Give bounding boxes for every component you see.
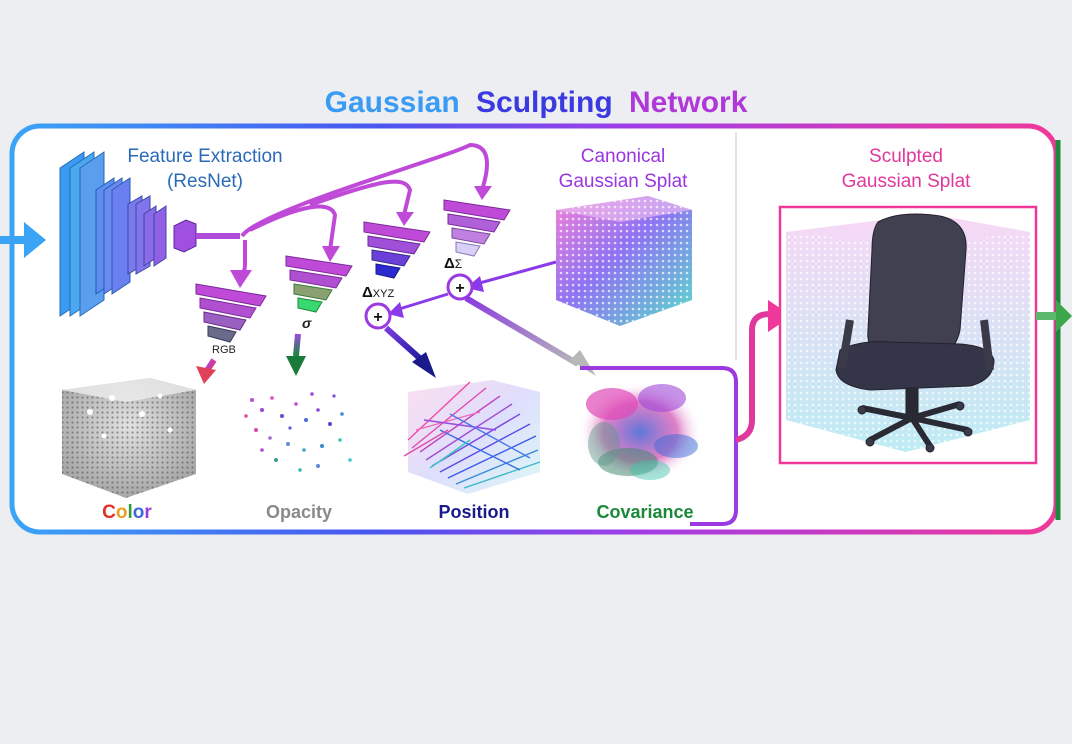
position-arrow	[383, 325, 427, 365]
opacity-label: Opacity	[266, 502, 332, 522]
sigma-head	[285, 255, 353, 313]
canonical-splat-cube	[556, 196, 692, 326]
sigma-arrow-head	[286, 356, 306, 376]
rgb-arrow-head	[196, 366, 216, 384]
output-bracket	[580, 366, 738, 526]
canonical-sub-label: Gaussian Splat	[559, 171, 689, 192]
position-arrow-head	[412, 352, 436, 378]
plus-node-xyz	[364, 302, 392, 330]
covariance-label: Covariance	[596, 502, 693, 522]
delta-xyz-label: ΔXYZ	[362, 284, 394, 301]
feature-extraction-label: Feature Extraction	[127, 146, 282, 167]
plus-node-cov-symbol: +	[455, 280, 464, 297]
branch-arrow-rgb	[230, 270, 252, 288]
plus-arrow-head	[388, 302, 404, 318]
diagram-title: Gaussian Sculpting Network	[325, 86, 748, 119]
resnet-label: (ResNet)	[167, 171, 243, 192]
color-output-cube	[62, 378, 196, 498]
branch-arrow-sigma	[322, 246, 340, 262]
covariance-arrow	[464, 295, 580, 367]
cov-head	[443, 199, 511, 257]
rgb-head	[195, 283, 267, 343]
to-sculpted-arrow	[735, 311, 771, 443]
canonical-label: Canonical	[581, 146, 666, 167]
xyz-head	[363, 221, 431, 279]
sculpted-label: Sculpted	[869, 146, 943, 167]
position-label: Position	[439, 502, 510, 522]
chair-model	[835, 213, 995, 453]
plus-node-xyz-symbol: +	[373, 309, 382, 326]
opacity-output-cloud	[244, 392, 352, 472]
canonical-to-plus-arrow	[475, 260, 557, 286]
color-label: Color	[102, 502, 152, 523]
sculpted-sub-label: Gaussian Splat	[842, 171, 972, 192]
resnet-stack	[59, 151, 240, 317]
output-arrow-head	[1056, 300, 1072, 332]
plus-node-cov	[446, 273, 474, 301]
input-arrow-head	[24, 222, 46, 258]
branch-arrow-cov	[474, 186, 492, 200]
plus-to-plus-arrow	[395, 292, 449, 312]
sigma-label: σ	[302, 315, 312, 331]
rgb-label: RGB	[212, 344, 236, 356]
delta-sigma-label: ΔΣ	[444, 255, 462, 272]
sigma-arrow	[293, 333, 301, 357]
position-output-vectors	[403, 380, 541, 494]
branch-arrow-xyz	[396, 212, 414, 226]
covariance-output-blobs	[578, 382, 702, 482]
